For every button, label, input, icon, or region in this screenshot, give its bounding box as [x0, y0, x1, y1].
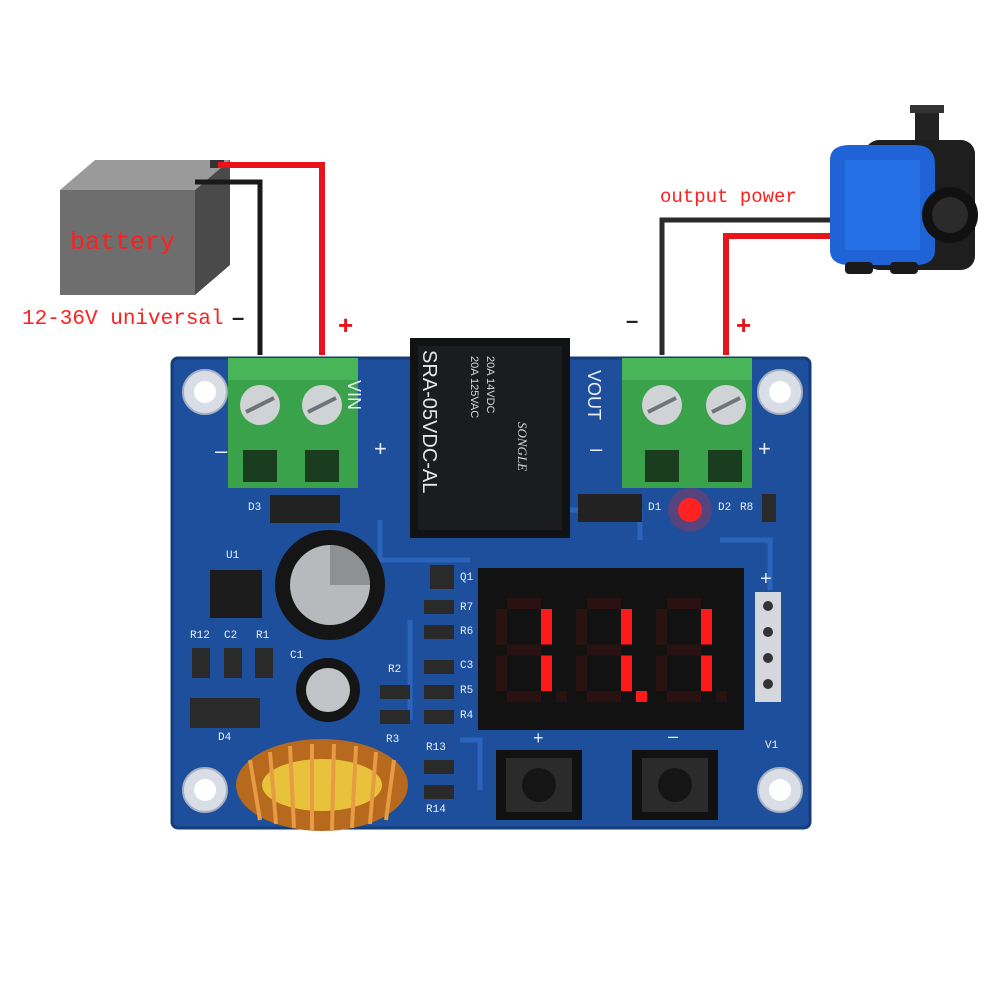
- digit-3-segment-e: [656, 655, 667, 691]
- header-pins: [755, 592, 781, 702]
- silk-r5: R5: [460, 685, 474, 697]
- digit-3-segment-g: [667, 644, 701, 656]
- digit-2-segment-a: [587, 598, 621, 609]
- digit-1-segment-e: [496, 655, 507, 691]
- digit-2-segment-g: [587, 644, 621, 656]
- output-plus-label: +: [736, 310, 752, 340]
- vin-minus-silk: –: [215, 438, 228, 463]
- smd-components: [192, 494, 776, 799]
- plus-button[interactable]: [496, 750, 582, 820]
- battery-plus-label: +: [338, 310, 354, 340]
- minus-button[interactable]: [632, 750, 718, 820]
- silk-d3: D3: [248, 502, 262, 514]
- silk-d2: D2: [718, 502, 732, 514]
- diode-d3: [270, 495, 340, 523]
- digit-3-segment-f: [656, 609, 667, 645]
- capacitor-big: [275, 530, 385, 640]
- silk-r6: R6: [460, 626, 474, 638]
- digit-3-segment-c: [701, 655, 712, 691]
- output-minus-wire: [659, 217, 832, 355]
- silk-r7: R7: [460, 602, 474, 614]
- silk-q1: Q1: [460, 572, 474, 584]
- vout-label: VOUT: [584, 370, 604, 421]
- relay-rating-2: 20A 125VAC: [468, 356, 480, 419]
- digit-3-decimal-point: [716, 691, 727, 702]
- relay-rating-1: 20A 14VDC: [484, 356, 496, 414]
- battery-icon: [60, 160, 230, 295]
- digit-2-segment-b: [621, 609, 632, 645]
- silk-r3: R3: [386, 734, 400, 746]
- button-plus-silk: +: [533, 728, 544, 748]
- silk-c3: C3: [460, 660, 474, 672]
- digit-1-segment-g: [507, 644, 541, 656]
- digit-1-segment-d: [507, 691, 541, 702]
- output-plus-wire: [723, 233, 832, 355]
- silk-r8: R8: [740, 502, 754, 514]
- digit-3-segment-a: [667, 598, 701, 609]
- vout-minus-silk: –: [590, 436, 603, 461]
- silk-c1: C1: [290, 650, 304, 662]
- relay: [410, 338, 570, 538]
- battery-minus-wire: [195, 179, 263, 355]
- silk-r14: R14: [426, 804, 446, 816]
- digit-1-segment-a: [507, 598, 541, 609]
- silk-r12: R12: [190, 630, 210, 642]
- digit-3-segment-d: [667, 691, 701, 702]
- output-terminal-block: [622, 358, 752, 488]
- output-minus-label: –: [626, 308, 639, 333]
- silk-u1: U1: [226, 550, 240, 562]
- vout-plus-silk: +: [758, 436, 771, 461]
- toroid-inductor: [236, 739, 408, 831]
- relay-model: SRA-05VDC-AL: [418, 350, 440, 494]
- diode-d1: [578, 494, 642, 522]
- digit-2-segment-c: [621, 655, 632, 691]
- silk-r1: R1: [256, 630, 270, 642]
- digit-2-decimal-point: [636, 691, 647, 702]
- digit-1-decimal-point: [556, 691, 567, 702]
- output-power-label: output power: [660, 186, 797, 208]
- status-led: [678, 498, 702, 522]
- silk-r13: R13: [426, 742, 446, 754]
- digit-3-segment-b: [701, 609, 712, 645]
- digit-1-segment-b: [541, 609, 552, 645]
- battery-plus-wire: [218, 162, 325, 355]
- silk-d1: D1: [648, 502, 662, 514]
- battery-label: battery: [70, 228, 176, 257]
- silk-d4: D4: [218, 732, 232, 744]
- silk-v1: V1: [765, 740, 779, 752]
- capacitor-small: [296, 658, 360, 722]
- relay-brand: SONGLE: [515, 422, 530, 472]
- digit-2-segment-f: [576, 609, 587, 645]
- digit-1-segment-f: [496, 609, 507, 645]
- chip-u1: [210, 570, 262, 618]
- digit-2-segment-e: [576, 655, 587, 691]
- vin-label: VIN: [344, 380, 364, 411]
- silk-r4: R4: [460, 710, 474, 722]
- silk-r2: R2: [388, 664, 402, 676]
- water-pump-icon: [830, 105, 978, 274]
- digit-2-segment-d: [587, 691, 621, 702]
- battery-voltage-note: 12-36V universal: [22, 308, 224, 331]
- digit-1-segment-c: [541, 655, 552, 691]
- battery-minus-label: –: [232, 305, 245, 330]
- vin-plus-silk: +: [374, 436, 387, 461]
- button-minus-silk: –: [668, 726, 679, 746]
- silk-c2: C2: [224, 630, 238, 642]
- input-terminal-block: [228, 358, 358, 488]
- header-plus-silk: +: [760, 568, 772, 590]
- diode-d4: [190, 698, 260, 728]
